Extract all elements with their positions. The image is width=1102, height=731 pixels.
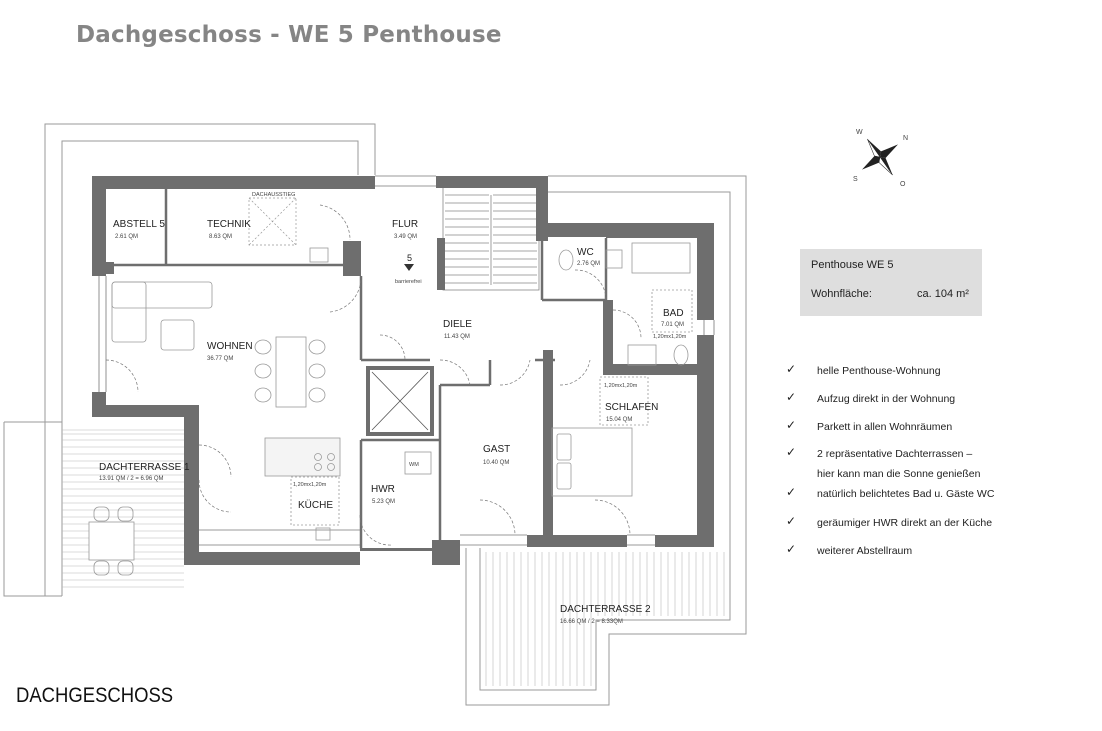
room-wohnen-name: WOHNEN xyxy=(207,341,253,352)
room-technik-name: TECHNIK xyxy=(207,219,251,230)
bad-dimension: 1,20mx1,20m xyxy=(653,334,687,340)
room-labels: ABSTELL 5 2.61 QM TECHNIK 8.63 QM FLUR 3… xyxy=(99,219,687,625)
room-diele-name: DIELE xyxy=(443,319,472,330)
compass-s-label: S xyxy=(853,176,858,183)
compass-rose-icon xyxy=(861,138,899,176)
entrance-marker: 5 barrierefrei xyxy=(395,253,422,285)
room-flur-area: 3.49 QM xyxy=(394,234,417,240)
room-schlafen-name: SCHLAFEN xyxy=(605,402,658,413)
feature-item: ✓2 repräsentative Dachterrassen – xyxy=(786,445,973,460)
check-icon: ✓ xyxy=(786,445,797,459)
room-gast-area: 10.40 QM xyxy=(483,460,509,466)
wm-label: WM xyxy=(409,462,419,468)
door-swings xyxy=(105,204,642,546)
info-box: Penthouse WE 5 Wohnfläche: ca. 104 m² xyxy=(800,249,982,316)
room-kueche-name: KÜCHE xyxy=(298,499,333,511)
room-hwr-name: HWR xyxy=(371,484,395,495)
feature-item: ✓helle Penthouse-Wohnung xyxy=(786,362,941,377)
furniture xyxy=(88,242,693,576)
info-box-value: ca. 104 m² xyxy=(917,288,969,300)
check-icon: ✓ xyxy=(786,418,797,432)
walls xyxy=(92,176,714,565)
room-abstell-name: ABSTELL 5 xyxy=(113,219,165,230)
svg-text:barrierefrei: barrierefrei xyxy=(395,279,422,285)
terrace-1-decking xyxy=(62,429,184,588)
room-terrasse1-name: DACHTERRASSE 1 xyxy=(99,462,190,473)
schlafen-dimension: 1,20mx1,20m xyxy=(604,383,638,389)
check-icon: ✓ xyxy=(786,390,797,404)
compass-o-label: O xyxy=(900,181,906,188)
room-gast-name: GAST xyxy=(483,444,510,455)
terrace-2-decking xyxy=(485,552,725,686)
info-box-title: Penthouse WE 5 xyxy=(811,259,894,271)
page-title: Dachgeschoss - WE 5 Penthouse xyxy=(76,22,502,48)
roof-hatch xyxy=(248,197,297,246)
room-terrasse1-area: 13.91 QM / 2 = 6.96 QM xyxy=(99,476,164,482)
room-abstell-area: 2.61 QM xyxy=(115,234,138,240)
svg-text:5: 5 xyxy=(407,253,412,263)
room-flur-name: FLUR xyxy=(392,219,418,230)
elevator xyxy=(366,366,434,436)
room-hwr-area: 5.23 QM xyxy=(372,499,395,505)
windows xyxy=(98,175,715,546)
check-icon: ✓ xyxy=(786,485,797,499)
room-schlafen-area: 15.04 QM xyxy=(606,417,632,423)
feature-item: ✓geräumiger HWR direkt an der Küche xyxy=(786,514,993,529)
staircase xyxy=(442,186,540,291)
roof-outline xyxy=(3,123,747,706)
info-box-label: Wohnfläche: xyxy=(811,288,872,300)
feature-item: ✓weiterer Abstellraum xyxy=(786,542,913,557)
check-icon: ✓ xyxy=(786,542,797,556)
kueche-dimension: 1,20mx1,20m xyxy=(293,482,327,488)
check-icon: ✓ xyxy=(786,362,797,376)
room-bad-name: BAD xyxy=(663,308,684,319)
partitions xyxy=(106,189,608,548)
feature-item: hier kann man die Sonne genießen xyxy=(817,468,981,480)
room-diele-area: 11.43 QM xyxy=(444,334,470,340)
room-terrasse2-area: 16.66 QM / 2 = 8.33QM xyxy=(560,619,623,625)
room-technik-area: 8.63 QM xyxy=(209,234,232,240)
feature-item: ✓Parkett in allen Wohnräumen xyxy=(786,418,953,433)
room-wc-area: 2.76 QM xyxy=(577,261,600,267)
feature-item: ✓natürlich belichtetes Bad u. Gäste WC xyxy=(786,485,995,500)
feature-item: ✓Aufzug direkt in der Wohnung xyxy=(786,390,956,405)
room-wohnen-area: 36.77 QM xyxy=(207,356,233,362)
compass-n-label: N xyxy=(903,135,908,142)
compass-w-label: W xyxy=(856,129,863,136)
floor-label: DACHGESCHOSS xyxy=(16,684,174,707)
check-icon: ✓ xyxy=(786,514,797,528)
room-terrasse2-name: DACHTERRASSE 2 xyxy=(560,604,651,615)
roof-hatch-label: DACHAUSSTIEG xyxy=(252,192,295,198)
room-bad-area: 7.01 QM xyxy=(661,322,684,328)
room-wc-name: WC xyxy=(577,247,594,258)
